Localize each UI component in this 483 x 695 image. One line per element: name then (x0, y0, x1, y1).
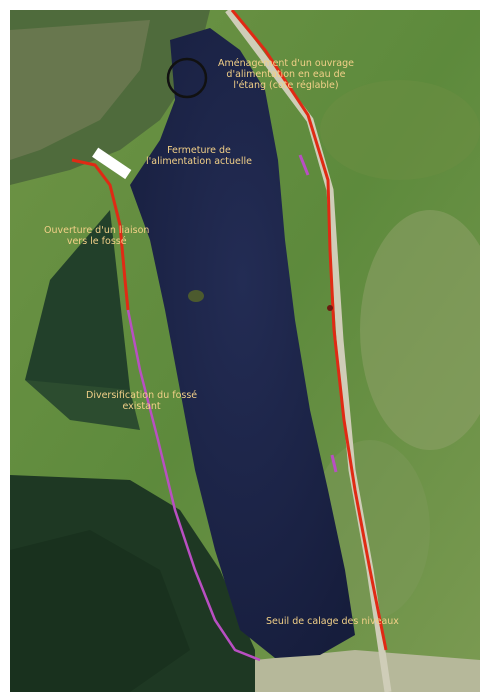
west-forest (25, 210, 130, 390)
dam-road (255, 650, 480, 692)
white-bar-marker-icon (92, 147, 132, 180)
ditch-line-east (298, 154, 310, 176)
west-forest-edge (25, 380, 140, 430)
ditch-line-east-2 (330, 454, 338, 473)
ditch-line (126, 309, 261, 662)
meadow-patch (320, 80, 480, 180)
aerial-map: Aménagement d'un ouvrage d'alimentation … (10, 10, 480, 692)
lake (130, 28, 355, 658)
west-boundary-line (71, 158, 130, 311)
island (188, 290, 204, 302)
southwest-forest-shade (10, 530, 190, 692)
east-boundary-line (230, 10, 388, 651)
meadow-patch (360, 210, 480, 450)
circle-marker-icon (166, 57, 208, 99)
road-dot-marker (327, 305, 333, 311)
northwest-rocks (10, 20, 150, 160)
map-canvas (10, 10, 480, 692)
